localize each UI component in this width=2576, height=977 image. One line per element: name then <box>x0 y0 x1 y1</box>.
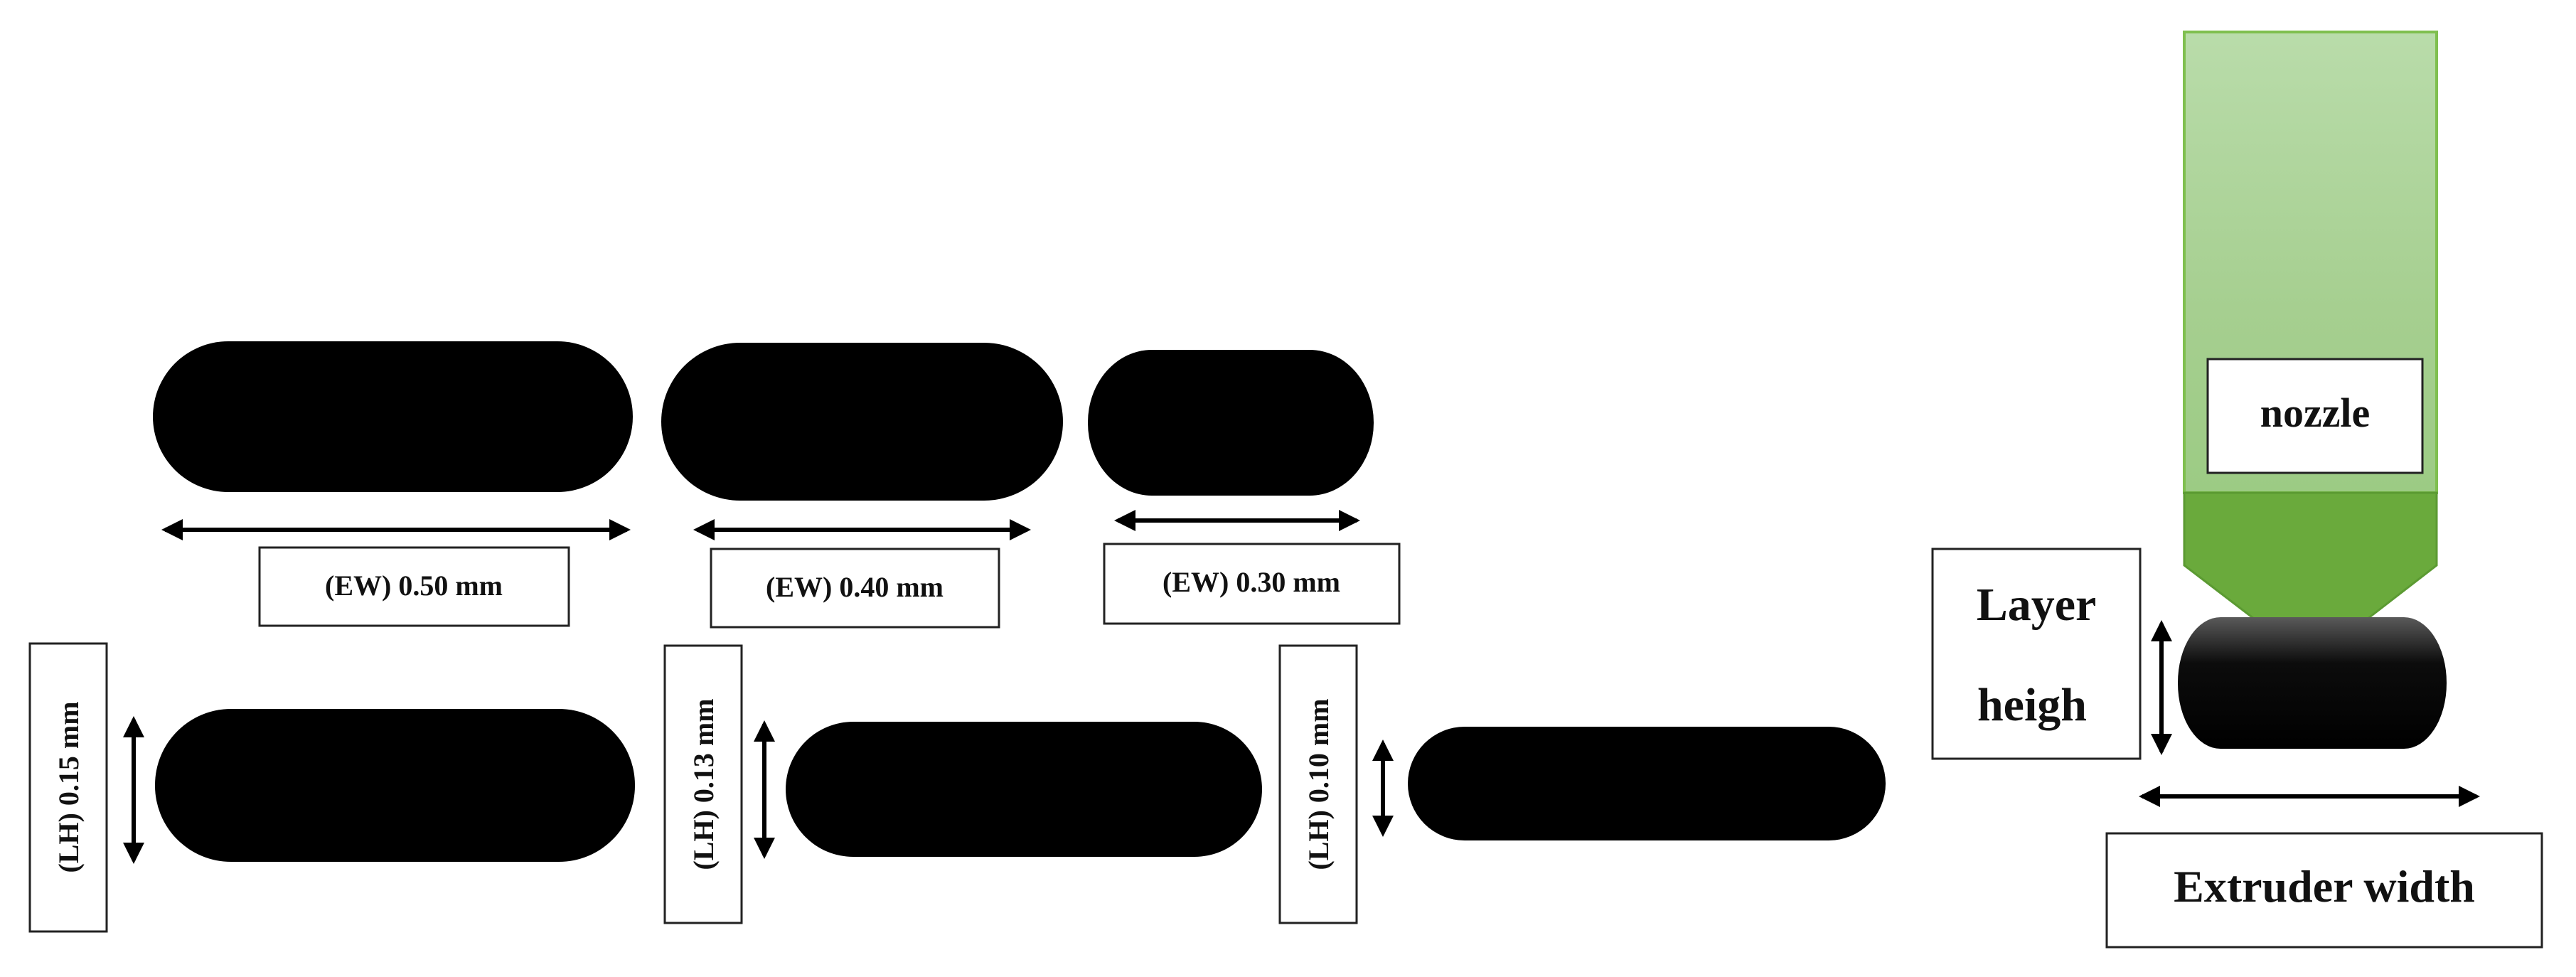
label-ew-040: (EW) 0.40 mm <box>766 571 944 603</box>
bead-ew-030 <box>1088 350 1374 496</box>
label-box-ew-030 <box>1103 543 1401 625</box>
layer-height-label-box <box>1931 548 2142 760</box>
bead-lh-010 <box>1408 727 1886 840</box>
layer-height-label-line2: heigh <box>1977 679 2087 731</box>
nozzle-tip <box>2183 491 2438 620</box>
nozzle-label: nozzle <box>2260 390 2371 436</box>
label-box-ew-040 <box>710 548 1000 629</box>
label-lh-015: (LH) 0.15 mm <box>53 701 85 872</box>
bead-ew-040 <box>661 343 1063 501</box>
bead-ew-050 <box>153 341 633 492</box>
extruder-width-label: Extruder width <box>2174 861 2475 912</box>
label-lh-013: (LH) 0.13 mm <box>688 698 720 870</box>
label-lh-010: (LH) 0.10 mm <box>1303 698 1335 870</box>
label-box-ew-050 <box>258 546 570 627</box>
extrusion-width-row: (EW) 0.50 mm (EW) 0.40 mm (EW) 0.30 mm <box>153 341 1401 629</box>
bead-lh-015 <box>155 709 635 862</box>
nozzle-label-box <box>2206 358 2424 474</box>
label-ew-050: (EW) 0.50 mm <box>325 570 503 602</box>
bead-lh-013 <box>786 722 1262 857</box>
layer-height-row: (LH) 0.15 mm (LH) 0.13 mm (LH) 0.10 mm <box>28 642 1886 933</box>
label-box-lh-010 <box>1278 644 1358 924</box>
nozzle-diagram: nozzle Layer heigh Extruder width <box>1931 31 2543 949</box>
extruder-width-label-box <box>2105 832 2543 949</box>
deposited-bead <box>2178 617 2447 749</box>
label-ew-030: (EW) 0.30 mm <box>1163 566 1340 598</box>
layer-height-label-line1: Layer <box>1977 579 2097 631</box>
label-box-lh-015 <box>28 642 108 933</box>
label-box-lh-013 <box>663 644 743 924</box>
